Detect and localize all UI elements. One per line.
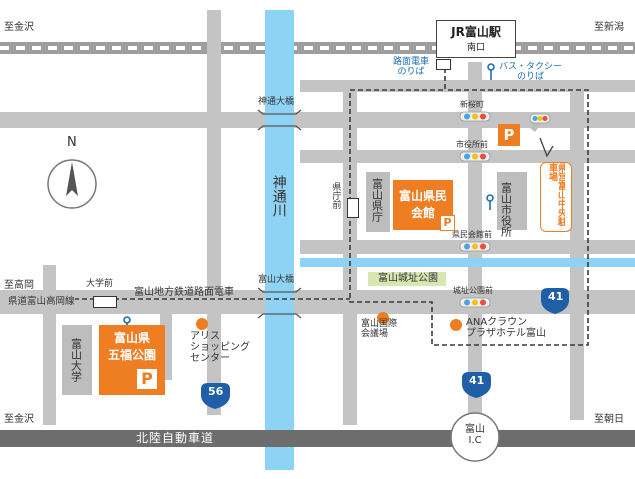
kenmin-kaikan[interactable]: 富山県民 会館 [393, 180, 453, 230]
signal-shiyakushomae: 市役所前 [456, 140, 488, 149]
univ-bldg [62, 325, 92, 395]
gofuku-parking-icon: P [137, 369, 157, 389]
jyoshi-park-label: 富山城址公園 [378, 273, 438, 284]
expressway [0, 430, 635, 447]
dir-niigata: 至新潟 [594, 22, 624, 33]
river-label: 神通川 [270, 175, 287, 217]
station-name: JR富山駅 [451, 25, 501, 39]
kokusai-label: 富山国際会議場 [361, 319, 398, 339]
ana-label: ANAクラウンプラザホテル富山 [466, 317, 546, 339]
jinzu-river [265, 10, 294, 470]
ic-circle [450, 412, 500, 462]
daigakumae-stop [93, 296, 117, 308]
road-v4 [570, 80, 584, 420]
dir-asahi: 至朝日 [594, 414, 624, 425]
kencho-bldg [366, 172, 390, 232]
kencho-mae-stop [347, 198, 359, 218]
expressway-label: 北陸自動車道 [136, 431, 215, 445]
road-h0 [300, 80, 635, 92]
signal-jyoshikoenmae: 城址公園前 [453, 286, 493, 295]
jinzu-bridge-label: 神通大橋 [258, 97, 295, 107]
dir-kanazawa-bottom: 至金沢 [4, 414, 34, 425]
shiyakusho-bldg [497, 172, 527, 230]
central-parking-sign: 県営富山中央駐車場 [540, 162, 572, 232]
signal-kenminkaikanmae: 県民会館前 [452, 230, 492, 239]
station-box: JR富山駅 南口 [436, 20, 516, 58]
bridge-jinzu [257, 109, 302, 131]
bus-stop-label: バス・タクシーのりば [499, 62, 563, 82]
road-v0 [43, 265, 56, 425]
signal-shintsumachi: 新桜町 [460, 100, 484, 109]
arisu-label: アリスショッピングセンター [190, 331, 250, 364]
signal-group [459, 111, 551, 308]
pointer-arrow [539, 137, 554, 158]
route41-shield-a [541, 288, 569, 314]
tram-stop-icon [436, 59, 451, 70]
kenmin-parking-icon: P [440, 215, 455, 231]
route41-number-a: 41 [548, 290, 564, 303]
shiyakusho-label: 富山市役所 [499, 182, 513, 237]
railway [0, 42, 635, 54]
toyama-bridge-label: 富山大橋 [258, 275, 295, 285]
kokusai-dot [377, 312, 389, 324]
dir-kanazawa-top: 至金沢 [4, 22, 34, 33]
ana-dot [450, 319, 462, 331]
dir-takaoka: 至高岡 [4, 280, 34, 291]
compass-ring [47, 159, 97, 209]
route56-shield [201, 383, 230, 409]
route56-number: 56 [208, 385, 224, 398]
bridge-toyama [257, 287, 302, 319]
compass-n: N [67, 135, 77, 150]
park-bldg [368, 272, 446, 286]
gofuku-park[interactable]: 富山県 五福公園 P [99, 325, 165, 395]
univ-label: 富山大学 [69, 338, 83, 382]
daigakumae-label: 大学前 [86, 279, 114, 289]
canal [300, 258, 635, 267]
compass-needle [66, 162, 78, 196]
central-parking-p[interactable]: P [498, 124, 520, 146]
route41-shield-b [462, 372, 491, 398]
tram-stop-label: 路面電車のりば [393, 57, 430, 77]
chitetsu-label: 富山地方鉄道路面電車 [134, 287, 234, 298]
road-v1 [207, 10, 221, 415]
station-exit: 南口 [466, 43, 485, 53]
takaoka-line-label: 県道富山高岡線 [8, 296, 75, 308]
kencho-label: 富山県庁 [370, 178, 384, 222]
arisu-dot [196, 318, 208, 330]
route41-number-b: 41 [469, 374, 485, 387]
kencho-mae-label: 県庁前 [330, 182, 341, 209]
